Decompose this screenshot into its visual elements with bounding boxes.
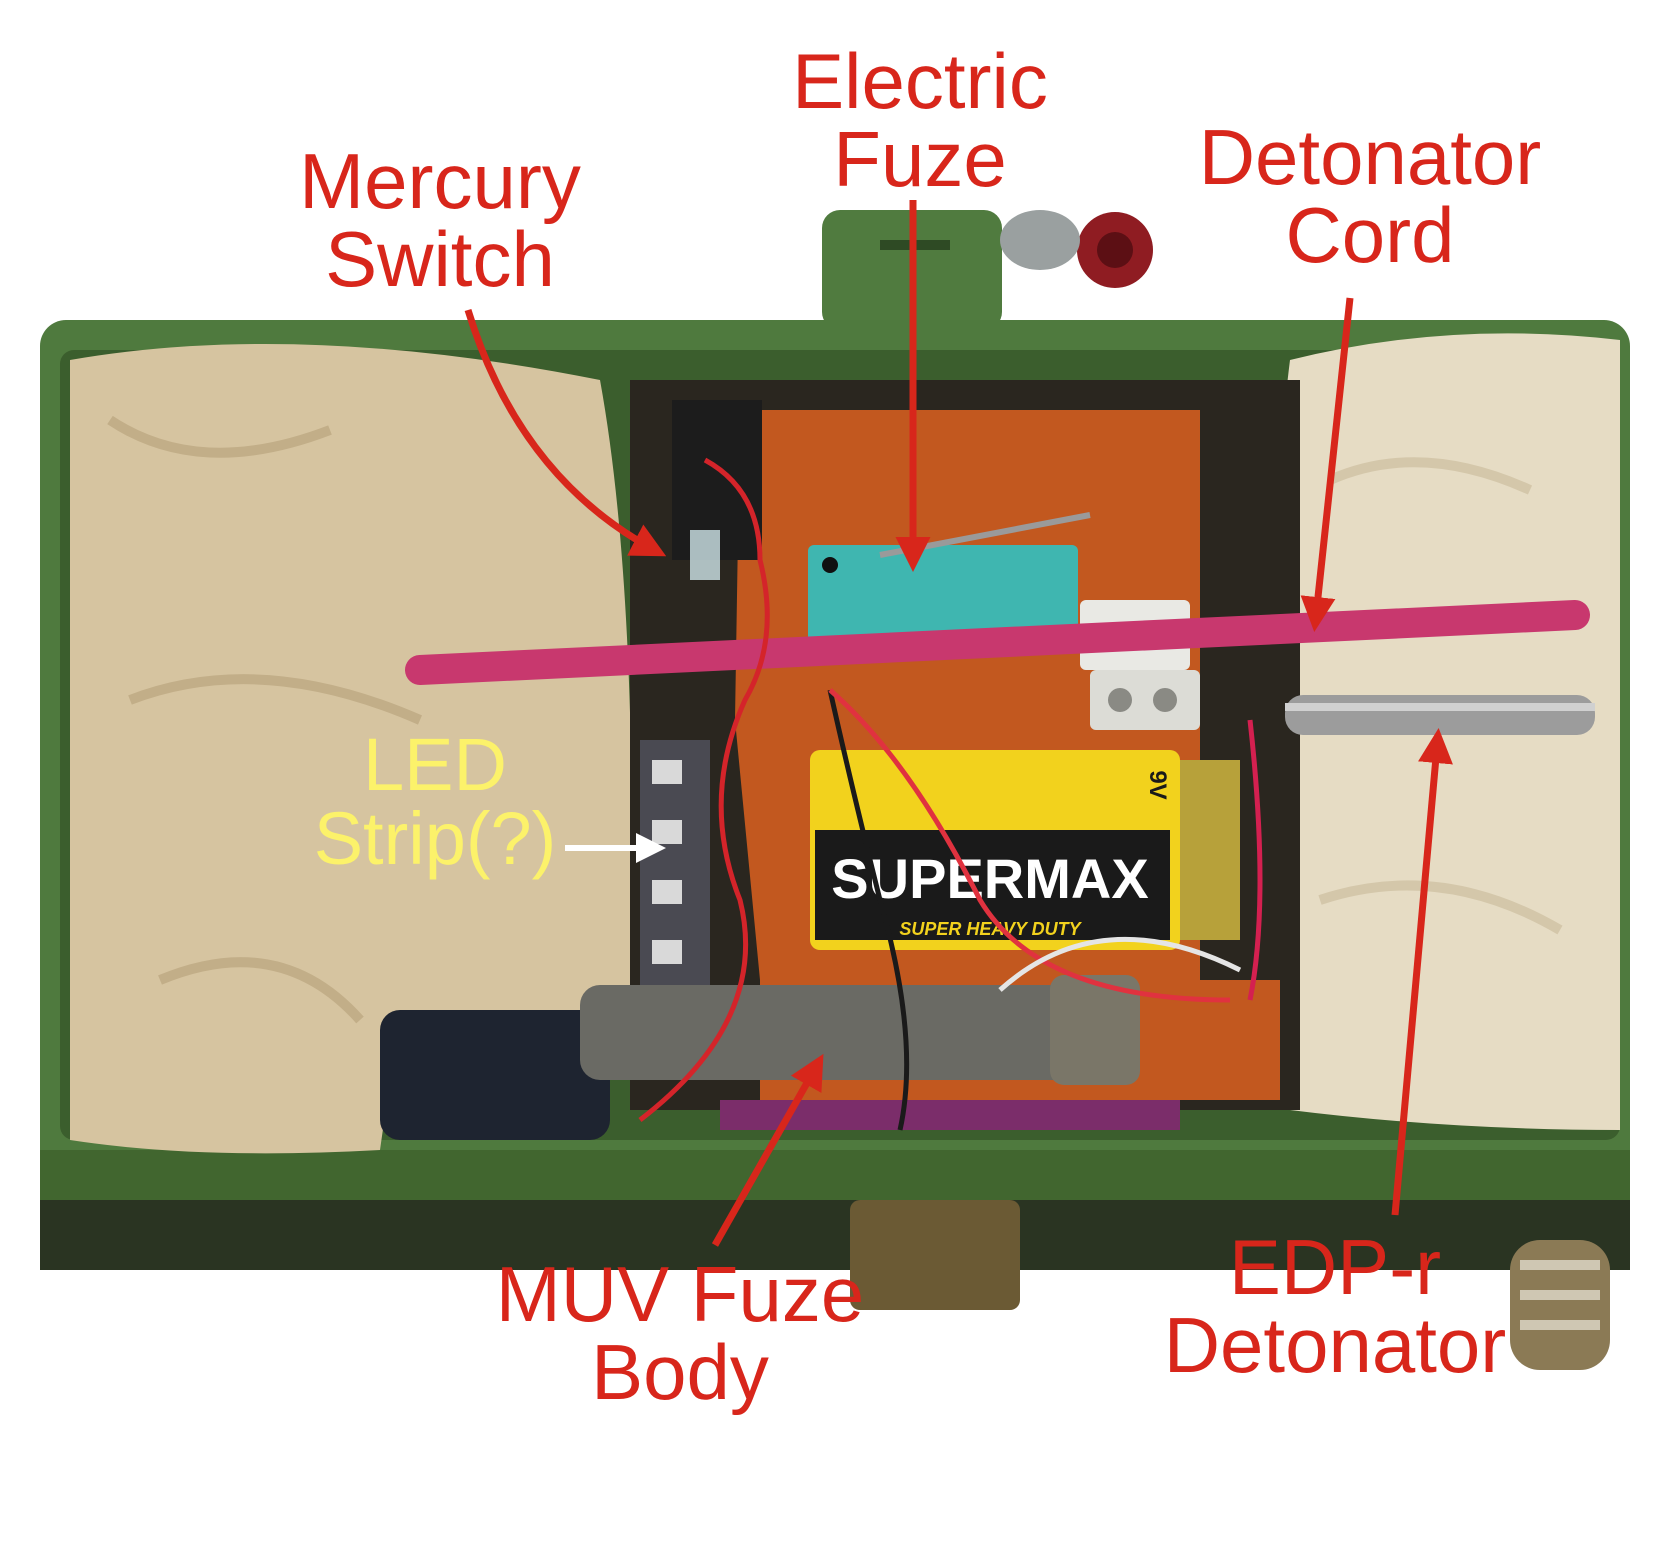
muv-fuze-body <box>380 975 1180 1140</box>
label-edp-detonator-line-1: EDP-r <box>1228 1223 1442 1311</box>
wiring <box>638 457 1263 1131</box>
annotation-arrows <box>464 200 1453 1247</box>
label-edp-detonator: EDP-r Detonator <box>1155 1228 1515 1384</box>
battery-brand: SUPERMAX <box>831 847 1148 910</box>
label-muv-fuze-body-line-1: MUV Fuze <box>495 1250 865 1338</box>
label-muv-fuze-body-line-2: Body <box>591 1328 769 1416</box>
bottom-fitting <box>850 1200 1610 1370</box>
label-mercury-switch-line-1: Mercury <box>299 137 581 225</box>
edp-detonator-tube <box>1285 695 1595 735</box>
explosive-block-left <box>70 344 632 1154</box>
arrow-muv-fuze <box>711 1053 824 1247</box>
label-led-strip-line-1: LED <box>363 723 507 806</box>
top-fitting <box>822 210 1153 330</box>
arrow-mercury-switch <box>464 308 667 557</box>
label-mercury-switch-line-2: Switch <box>325 215 555 303</box>
detonator-cord <box>405 600 1590 685</box>
label-electric-fuze: Electric Fuze <box>760 42 1080 198</box>
label-muv-fuze-body: MUV Fuze Body <box>480 1255 880 1411</box>
label-led-strip-line-2: Strip(?) <box>313 797 557 880</box>
battery-voltage: 9V <box>1144 770 1171 799</box>
battery-tagline: SUPER HEAVY DUTY <box>899 919 1082 939</box>
label-led-strip: LED Strip(?) <box>290 728 580 876</box>
label-mercury-switch: Mercury Switch <box>290 142 590 298</box>
label-electric-fuze-line-2: Fuze <box>833 115 1007 203</box>
label-electric-fuze-line-1: Electric <box>792 37 1048 125</box>
label-detonator-cord: Detonator Cord <box>1180 118 1560 274</box>
arrow-edp-detonator <box>1391 728 1453 1216</box>
battery: SUPERMAX SUPER HEAVY DUTY 9V <box>810 750 1240 950</box>
label-edp-detonator-line-2: Detonator <box>1163 1301 1507 1389</box>
arrow-detonator-cord <box>1300 297 1354 632</box>
label-detonator-cord-line-2: Cord <box>1285 191 1455 279</box>
label-detonator-cord-line-1: Detonator <box>1198 113 1542 201</box>
